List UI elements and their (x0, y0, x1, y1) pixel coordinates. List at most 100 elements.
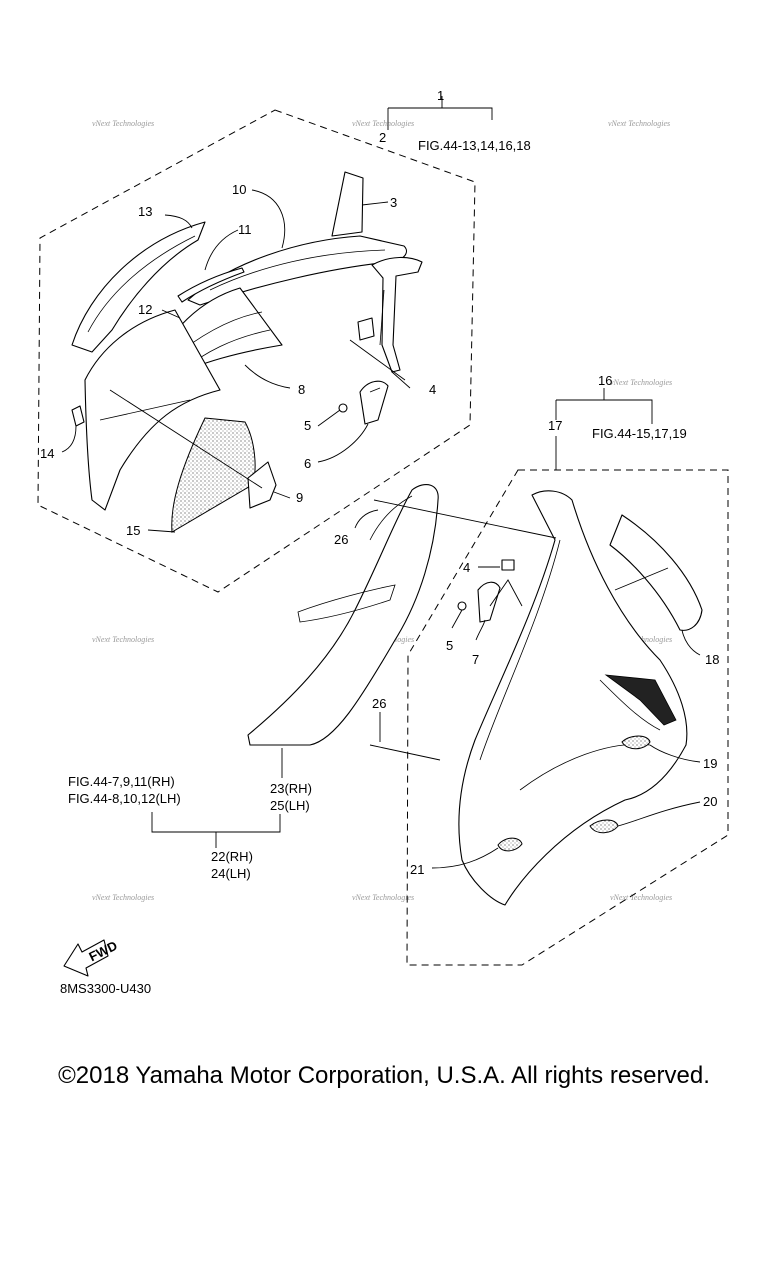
callout-26-upper: 26 (334, 532, 348, 547)
leader-5 (317, 409, 341, 427)
leader-8 (244, 364, 291, 389)
watermark-text: vNext Technologies (352, 893, 414, 902)
clip-shape (357, 317, 375, 341)
callout-23-rh: 23(RH) (270, 781, 312, 796)
part-14-shape (71, 405, 85, 427)
callout-26-lower: 26 (372, 696, 386, 711)
bracket-teeth (379, 289, 385, 346)
leader-19 (649, 744, 701, 763)
part-12-crease (99, 399, 191, 421)
part-13-shape (71, 221, 206, 353)
side-panel-shape (247, 484, 439, 746)
callout-16: 16 (598, 373, 612, 388)
callout-6: 6 (304, 456, 311, 471)
callout-5-lower: 5 (446, 638, 453, 653)
bracket-16 (556, 399, 653, 424)
leader-4 (391, 371, 411, 389)
leader-14 (61, 425, 77, 453)
fwd-label: FWD (86, 938, 119, 964)
callout-4-upper: 4 (429, 382, 436, 397)
part-12-shape (84, 309, 221, 511)
callout-25-lh: 25(LH) (270, 798, 310, 813)
callout-21: 21 (410, 862, 424, 877)
upper-assembly-boundary (37, 109, 476, 593)
side-panel-vents (297, 584, 396, 623)
side-panel-edge (369, 495, 413, 541)
part-9-shape (247, 461, 277, 509)
assembly-line (109, 389, 263, 489)
side-cowl-crease (599, 679, 661, 731)
callout-20: 20 (703, 794, 717, 809)
part-7-shape (477, 581, 501, 623)
callout-11: 11 (238, 222, 252, 237)
leader-21 (431, 847, 499, 869)
part-19-decal (621, 735, 651, 750)
part-3-shape (331, 171, 364, 237)
side-cowl-shape (458, 490, 688, 906)
part-10-edge (209, 249, 386, 291)
watermark-text: vNext Technologies (92, 893, 154, 902)
part-6-shape (359, 380, 389, 425)
fig-ref-rh: FIG.44-7,9,11(RH) (68, 774, 175, 789)
copyright-text: ©2018 Yamaha Motor Corporation, U.S.A. A… (58, 1062, 710, 1089)
callout-14: 14 (40, 446, 54, 461)
callout-24-lh: 24(LH) (211, 866, 251, 881)
bracket-1 (388, 107, 493, 120)
callout-19: 19 (703, 756, 717, 771)
assembly-line (349, 339, 406, 381)
assembly-line (373, 499, 557, 539)
watermark-text: vNext Technologies (610, 378, 672, 387)
side-cowl-crease (479, 539, 561, 761)
leader-3 (361, 201, 389, 206)
callout-12: 12 (138, 302, 152, 317)
leader-26a (354, 509, 379, 529)
callout-2: 2 (379, 130, 386, 145)
leader-11 (204, 229, 239, 271)
part-6-detail (369, 387, 381, 393)
part-5-screw (457, 601, 467, 611)
callout-22-rh: 22(RH) (211, 849, 253, 864)
leader-6 (317, 423, 369, 463)
leader-10 (251, 189, 286, 249)
leader-20 (617, 801, 701, 827)
callout-13: 13 (138, 204, 152, 219)
fig-ref-lh: FIG.44-8,10,12(LH) (68, 791, 181, 806)
part-10-shape (187, 235, 407, 306)
leader-9 (273, 491, 291, 499)
bracket-22 (151, 812, 281, 833)
assembly-line (369, 744, 441, 761)
watermark-text: vNext Technologies (92, 635, 154, 644)
callout-9: 9 (296, 490, 303, 505)
watermark-text: vNext Technologies (92, 119, 154, 128)
callout-7: 7 (472, 652, 479, 667)
fwd-arrow-icon (63, 939, 109, 977)
leader-13 (164, 214, 193, 229)
leader-5b (451, 609, 463, 629)
watermark-text: vNext Technologies (352, 119, 414, 128)
leader-15 (147, 529, 176, 533)
callout-18: 18 (705, 652, 719, 667)
lower-assembly-boundary (406, 469, 729, 966)
part-20-decal (589, 819, 619, 834)
leader-12 (161, 309, 181, 319)
callout-4-lower: 4 (463, 560, 470, 575)
diagram-code: 8MS3300-U430 (60, 981, 151, 996)
callout-8: 8 (298, 382, 305, 397)
callout-5-upper: 5 (304, 418, 311, 433)
watermark-text: vNext Technologies (608, 119, 670, 128)
lead-7-v (489, 579, 523, 607)
part-21-decal (497, 837, 523, 852)
part-18-line (614, 567, 669, 591)
part-13-edge (87, 235, 196, 333)
watermark-text: vNext Technologies (610, 893, 672, 902)
callout-10: 10 (232, 182, 246, 197)
parts-diagram: vNext Technologies vNext Technologies vN… (37, 88, 729, 996)
part-4-clip (501, 559, 515, 571)
callout-15: 15 (126, 523, 140, 538)
part-5-screw (338, 403, 348, 413)
leader-7 (475, 619, 486, 641)
side-cowl-vent (604, 674, 677, 726)
bracket-shape (371, 256, 423, 373)
callout-17: 17 (548, 418, 562, 433)
fig-ref-upper: FIG.44-13,14,16,18 (418, 138, 531, 153)
